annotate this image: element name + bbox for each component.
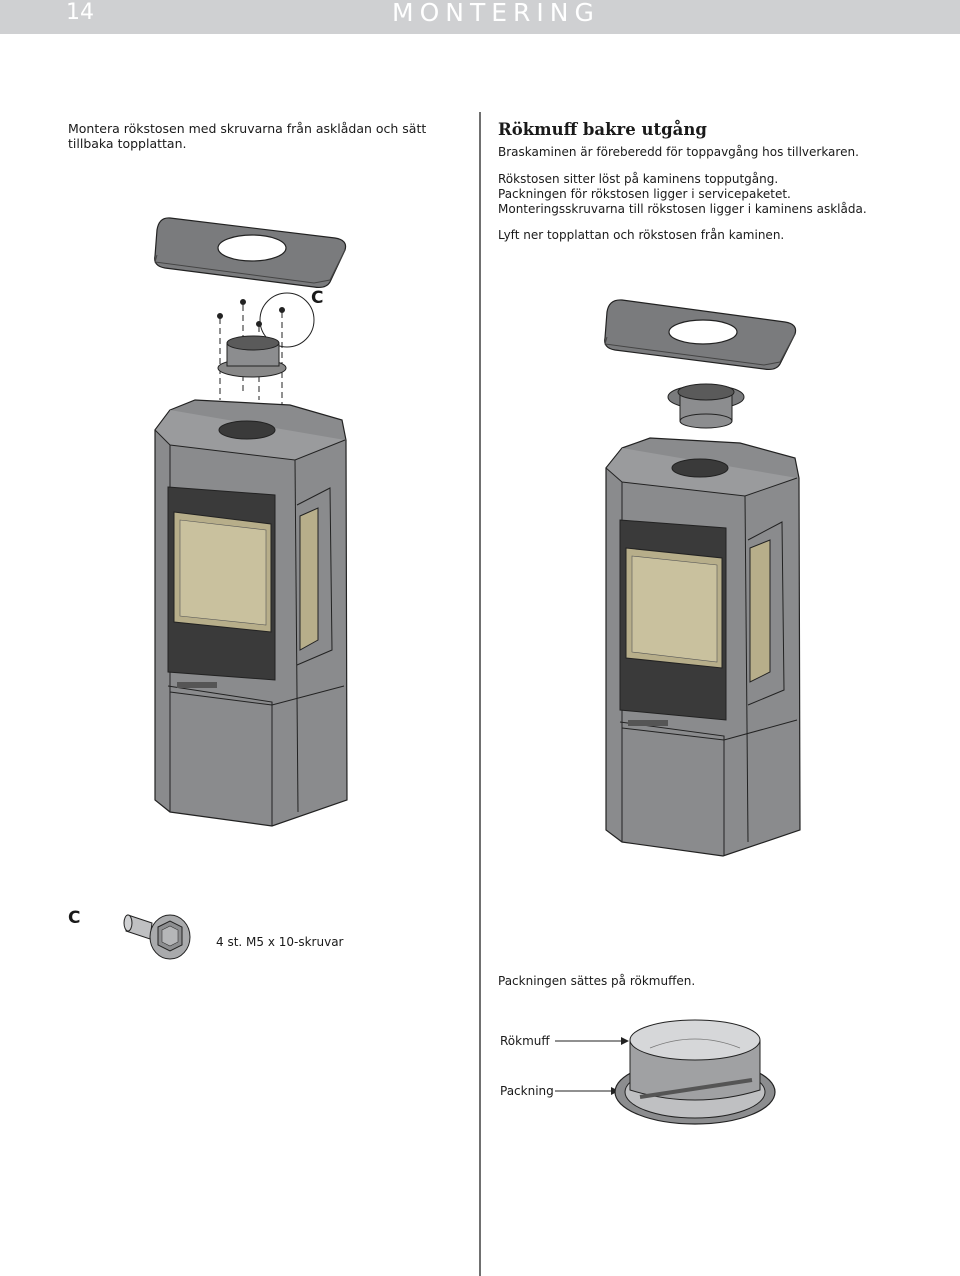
- parts-callout-c: C: [68, 908, 81, 928]
- rokmuff-part: [614, 1019, 776, 1125]
- right-line-1: Braskaminen är föreberedd för toppavgång…: [498, 145, 859, 159]
- collar-left: [217, 335, 287, 378]
- right-line-2: Rökstosen sitter löst på kaminens topput…: [498, 172, 779, 186]
- column-divider: [479, 112, 481, 1276]
- right-title: Rökmuff bakre utgång: [498, 120, 707, 139]
- screws-left: [217, 299, 285, 405]
- right-line-5: Lyft ner topplattan och rökstosen från k…: [498, 228, 785, 242]
- callout-c: C: [311, 288, 324, 308]
- label-rokmuff: Rökmuff: [500, 1034, 550, 1048]
- collar-right: [667, 383, 745, 429]
- page-number: 14: [66, 0, 94, 25]
- screw-caption: 4 st. M5 x 10-skruvar: [216, 935, 344, 949]
- section-title: MONTERING: [392, 0, 600, 27]
- left-instruction: Montera rökstosen med skruvarna från ask…: [68, 121, 427, 151]
- stove-right: [605, 437, 801, 857]
- stove-left: [154, 399, 348, 827]
- top-plate-left: [154, 217, 347, 289]
- screw-illustration: [123, 914, 191, 960]
- right-line-4: Monteringsskruvarna till rökstosen ligge…: [498, 202, 867, 216]
- gasket-note: Packningen sättes på rökmuffen.: [498, 974, 696, 988]
- right-line-3: Packningen för rökstosen ligger i servic…: [498, 187, 791, 201]
- top-plate-right: [604, 299, 797, 371]
- label-packning: Packning: [500, 1084, 554, 1098]
- page-header: 14 MONTERING: [0, 0, 960, 34]
